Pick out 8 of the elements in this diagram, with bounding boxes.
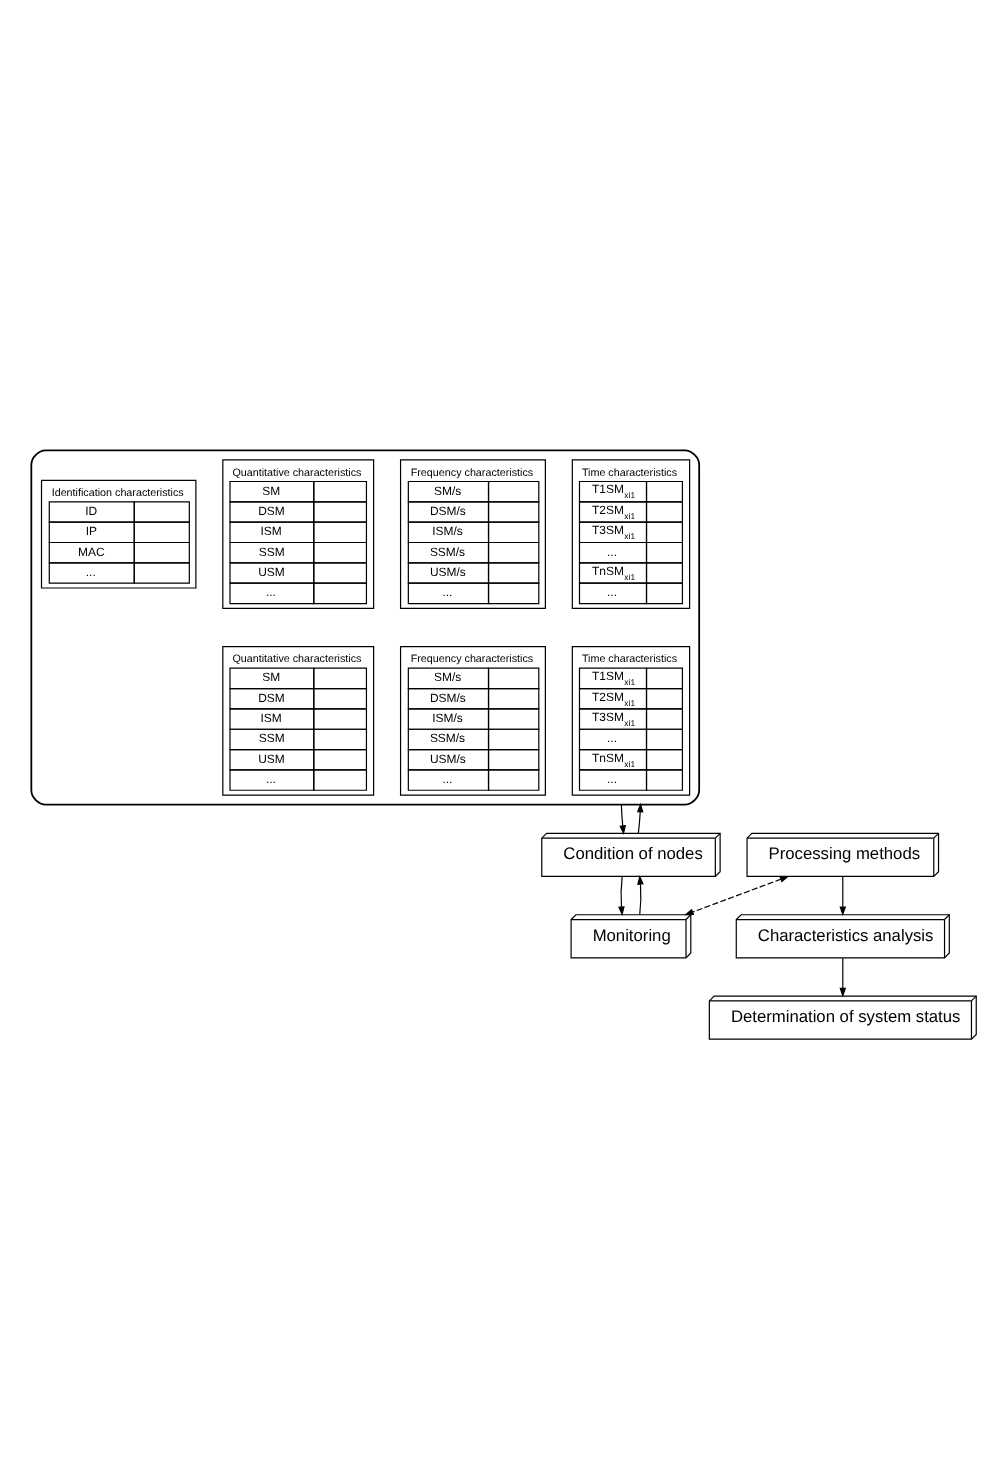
arrow <box>618 876 625 916</box>
arrow <box>637 875 644 915</box>
arrow <box>636 802 644 834</box>
arrow <box>619 804 626 835</box>
arrow <box>684 876 790 916</box>
cluster <box>30 449 701 806</box>
arrow <box>839 876 847 916</box>
arrow <box>839 957 847 998</box>
